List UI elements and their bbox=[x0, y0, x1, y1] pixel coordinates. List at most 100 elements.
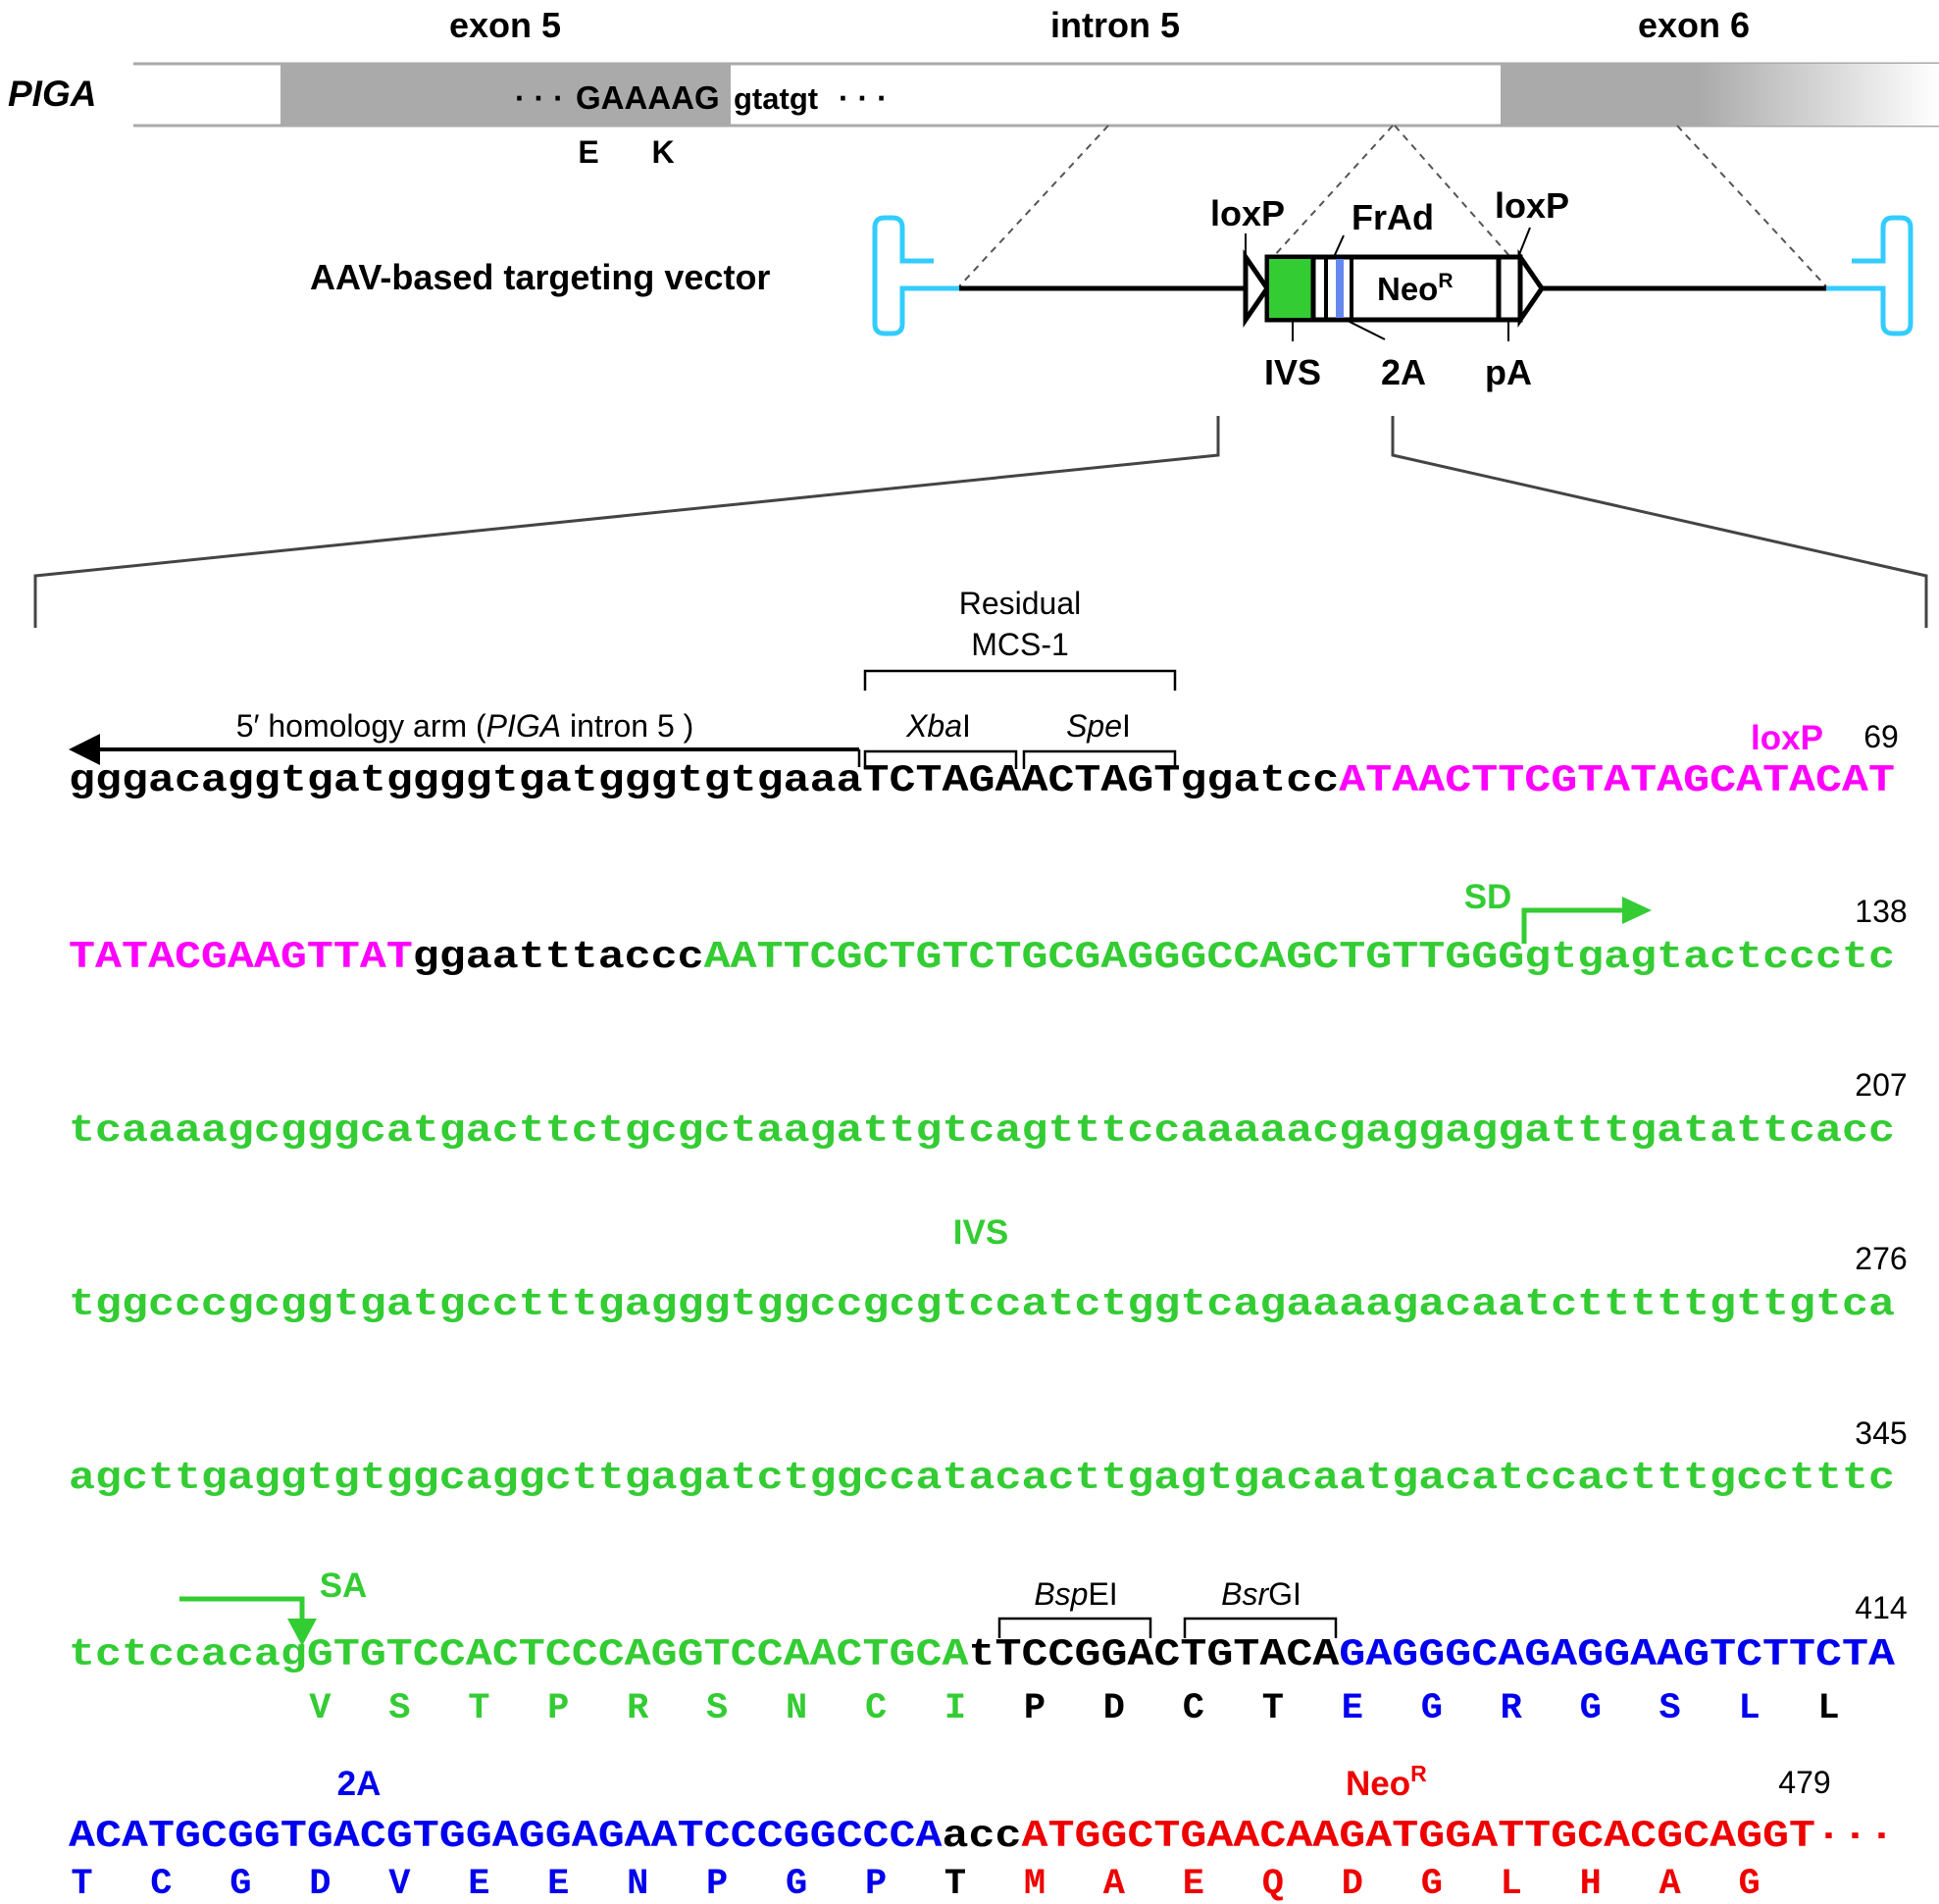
loxp-right-label: loxP bbox=[1495, 185, 1569, 226]
aav-itr-right bbox=[1826, 215, 1913, 336]
residual-mcs-line1: Residual bbox=[959, 586, 1082, 621]
sequence-segment: tcaaaagcgggcatgacttctgcgctaagattgtcagttt… bbox=[69, 1109, 1895, 1153]
vector-title: AAV-based targeting vector bbox=[310, 257, 770, 297]
bsrgi-label: BsrGI bbox=[1221, 1576, 1301, 1612]
bspei-label: BspEI bbox=[1034, 1576, 1117, 1612]
amino-acid: S bbox=[1658, 1688, 1680, 1729]
targeting-vector: AAV-based targeting vector NeoR loxP lox… bbox=[310, 185, 1913, 392]
exon6-label: exon 6 bbox=[1638, 5, 1750, 45]
sequence-segment: gggacaggtgatggggtgatgggtgtgaaa bbox=[69, 759, 863, 802]
spei-bracket bbox=[1022, 749, 1177, 769]
amino-acid: A bbox=[1103, 1864, 1126, 1904]
sequence-segment: ATAACTTCGTATAGCATACAT bbox=[1339, 759, 1895, 802]
exon5-sequence: GAAAAG bbox=[576, 79, 720, 116]
homology-dash-3 bbox=[1394, 125, 1511, 258]
loxp-right-triangle bbox=[1517, 248, 1546, 329]
amino-acid: G bbox=[1580, 1688, 1602, 1729]
zoom-line-left bbox=[33, 416, 1220, 628]
bsrgi-bracket bbox=[1183, 1617, 1338, 1638]
amino-acid: P bbox=[547, 1688, 569, 1729]
sequence-segment: GTGTCCACTCCCAGGTCCAACTGCA bbox=[307, 1633, 969, 1676]
amino-acid: A bbox=[1658, 1864, 1681, 1904]
sequence-segment: tctccacag bbox=[69, 1633, 307, 1676]
residual-mcs-bracket bbox=[863, 669, 1177, 691]
amino-acid: G bbox=[786, 1864, 807, 1904]
amino-acid: G bbox=[1738, 1864, 1760, 1904]
frad-label: FrAd bbox=[1352, 197, 1434, 237]
amino-acid: S bbox=[706, 1688, 728, 1729]
amino-acid: T bbox=[1262, 1688, 1284, 1729]
position-number: 276 bbox=[1855, 1241, 1907, 1276]
sequence-segment: TATACGAAGTTAT bbox=[69, 936, 413, 979]
homology-dash-2 bbox=[1272, 125, 1394, 258]
sd-arrow bbox=[1521, 907, 1628, 944]
amino-acid: T bbox=[944, 1864, 966, 1904]
loxp-seq-label: loxP bbox=[1751, 719, 1823, 757]
amino-acid: E bbox=[468, 1864, 489, 1904]
neo-seq-label: NeoR bbox=[1346, 1761, 1427, 1803]
amino-acid: V bbox=[309, 1688, 332, 1729]
amino-acid: N bbox=[627, 1864, 648, 1904]
position-number: 345 bbox=[1855, 1415, 1907, 1451]
position-number: 138 bbox=[1855, 894, 1907, 929]
amino-acid: I bbox=[944, 1688, 966, 1729]
amino-acid: T bbox=[468, 1688, 489, 1729]
amino-acid: D bbox=[309, 1864, 331, 1904]
frad-callout bbox=[1333, 234, 1345, 258]
sequence-segment: TCTAGAACTAGT bbox=[863, 759, 1181, 802]
amino-acid: D bbox=[1342, 1864, 1363, 1904]
amino-acid: L bbox=[1501, 1864, 1522, 1904]
pa-vector-label: pA bbox=[1485, 352, 1532, 392]
sequence-segment: ATGGCTGAACAAGATGGATTGCACGCAGGT bbox=[1021, 1815, 1815, 1858]
exon6-box bbox=[1501, 64, 1939, 126]
sa-arrow bbox=[179, 1596, 305, 1630]
aa-E-label: E bbox=[578, 134, 598, 170]
twoA-vector-label: 2A bbox=[1381, 352, 1426, 392]
sequence-segment: ACATGCGGTGACGTGGAGGAGAATCCCGGCCCA bbox=[69, 1815, 943, 1858]
zoom-lines bbox=[33, 416, 1928, 628]
zoom-line-right bbox=[1391, 416, 1928, 628]
amino-acid: T bbox=[71, 1864, 92, 1904]
sequence-line: tggcccgcggtgatgcctttgagggtggccgcgtccatct… bbox=[69, 1283, 1895, 1326]
amino-acid: N bbox=[786, 1688, 807, 1729]
loxp-right-callout bbox=[1517, 227, 1531, 258]
xbai-label: XbaI bbox=[905, 708, 971, 744]
sequence-segment: gtgagtactccctc bbox=[1524, 936, 1895, 979]
amino-acid: P bbox=[706, 1864, 728, 1904]
amino-acid: P bbox=[865, 1864, 887, 1904]
sd-label: SD bbox=[1464, 878, 1512, 916]
amino-acid: E bbox=[1183, 1864, 1204, 1904]
sequence-segment: ··· bbox=[1815, 1815, 1895, 1858]
amino-acid: G bbox=[1421, 1688, 1443, 1729]
homology-arm-label: 5′ homology arm (PIGA intron 5 ) bbox=[236, 708, 694, 744]
sa-label: SA bbox=[320, 1567, 368, 1605]
amino-acid: C bbox=[150, 1864, 172, 1904]
sequence-segment: ggaatttaccc bbox=[413, 936, 704, 979]
exon5-label: exon 5 bbox=[449, 5, 561, 45]
amino-acid: G bbox=[230, 1864, 251, 1904]
homology-dash-1 bbox=[958, 125, 1109, 287]
amino-acid: G bbox=[1421, 1864, 1443, 1904]
amino-acid: V bbox=[388, 1864, 411, 1904]
sd-arrowhead bbox=[1622, 897, 1652, 924]
amino-acid: Q bbox=[1262, 1864, 1284, 1904]
amino-acid: C bbox=[865, 1688, 887, 1729]
frad-box bbox=[1336, 259, 1344, 318]
loxp-left-label: loxP bbox=[1210, 193, 1285, 233]
amino-acid: P bbox=[1024, 1688, 1046, 1729]
sequence-segment: AATTCGCTGTCTGCGAGGGCCAGCTGTTGGG bbox=[704, 936, 1525, 979]
position-number: 414 bbox=[1855, 1590, 1907, 1625]
sequence-segment: TCCGGACTGTACA bbox=[995, 1633, 1340, 1676]
residual-mcs-line2: MCS-1 bbox=[971, 627, 1069, 662]
neo-vector-label: NeoR bbox=[1377, 270, 1454, 307]
exon5-box bbox=[281, 64, 731, 126]
intron-trailing-dots: · · · bbox=[839, 80, 888, 116]
intron5-label: intron 5 bbox=[1050, 5, 1180, 45]
sequence-segment: tggcccgcggtgatgcctttgagggtggccgcgtccatct… bbox=[69, 1283, 1895, 1326]
